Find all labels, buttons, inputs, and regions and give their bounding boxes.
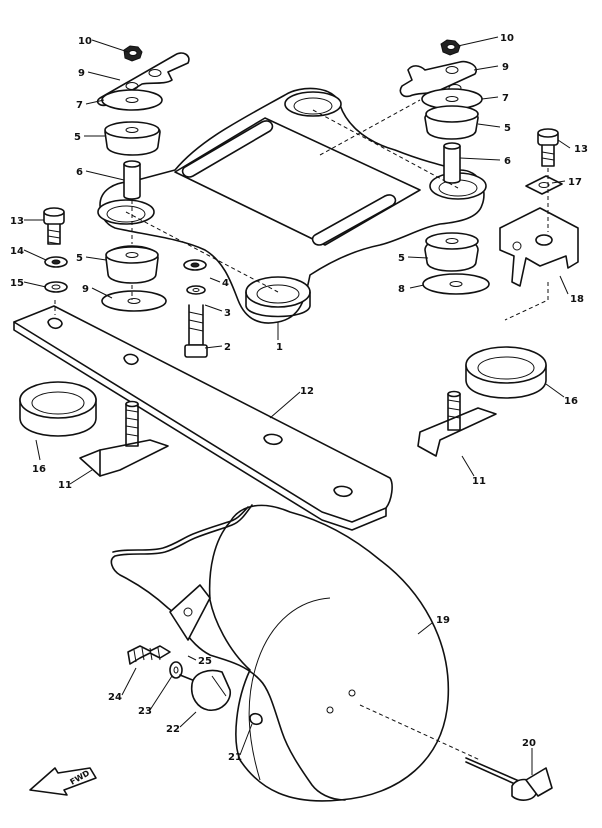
callout-13-right: 13 <box>574 144 588 155</box>
callout-21: 21 <box>228 752 242 763</box>
callout-5-right-low: 5 <box>398 253 405 264</box>
mounting-plate <box>13 200 393 531</box>
headlight-adjuster-parts <box>127 645 553 801</box>
callout-17: 17 <box>568 177 582 188</box>
callout-12: 12 <box>300 386 314 397</box>
callout-20: 20 <box>522 738 536 749</box>
callout-16-left: 16 <box>32 464 46 475</box>
callout-18: 18 <box>570 294 584 305</box>
main-bracket <box>97 87 487 324</box>
leader-lines <box>23 36 571 775</box>
headlight-stay-wire <box>110 504 346 801</box>
callout-11-right: 11 <box>472 476 486 487</box>
callout-6-right: 6 <box>504 156 511 167</box>
callout-9-right: 9 <box>502 62 509 73</box>
callout-9-left-low: 9 <box>82 284 89 295</box>
callout-25: 25 <box>198 656 212 667</box>
callout-5-left-low: 5 <box>76 253 83 264</box>
callout-19: 19 <box>436 615 450 626</box>
left-upper-mount-stack <box>96 45 190 200</box>
callout-5-left-top: 5 <box>74 132 81 143</box>
right-rubber-ring <box>465 346 547 399</box>
callout-5-right-top: 5 <box>504 123 511 134</box>
callout-16-right: 16 <box>564 396 578 407</box>
callout-23: 23 <box>138 706 152 717</box>
callout-11-left: 11 <box>58 480 72 491</box>
callout-2: 2 <box>224 342 231 353</box>
callout-10-right: 10 <box>500 33 514 44</box>
callout-10-left: 10 <box>78 36 92 47</box>
left-lower-bracket <box>79 400 169 477</box>
left-lower-mount-stack <box>43 207 208 358</box>
callout-3: 3 <box>224 308 231 319</box>
callout-14: 14 <box>10 246 24 257</box>
callout-7-left: 7 <box>76 100 83 111</box>
right-upper-mount-stack <box>399 39 483 184</box>
callout-8: 8 <box>398 284 405 295</box>
callout-13-left: 13 <box>10 216 24 227</box>
right-lower-bracket <box>417 390 497 457</box>
callout-1: 1 <box>276 342 283 353</box>
callout-24: 24 <box>108 692 122 703</box>
left-rubber-ring <box>19 381 97 437</box>
right-lower-mount-stack <box>422 128 579 321</box>
callout-7-right: 7 <box>502 93 509 104</box>
forward-direction-arrow: FWD <box>29 767 97 796</box>
callout-6-left: 6 <box>76 167 83 178</box>
callout-labels: 10 9 7 5 6 13 14 15 5 9 4 3 2 1 10 9 7 5… <box>10 33 588 763</box>
callout-9-left: 9 <box>78 68 85 79</box>
callout-22: 22 <box>166 724 180 735</box>
headlight-body <box>208 504 481 802</box>
callout-15: 15 <box>10 278 24 289</box>
callout-4: 4 <box>222 278 229 289</box>
